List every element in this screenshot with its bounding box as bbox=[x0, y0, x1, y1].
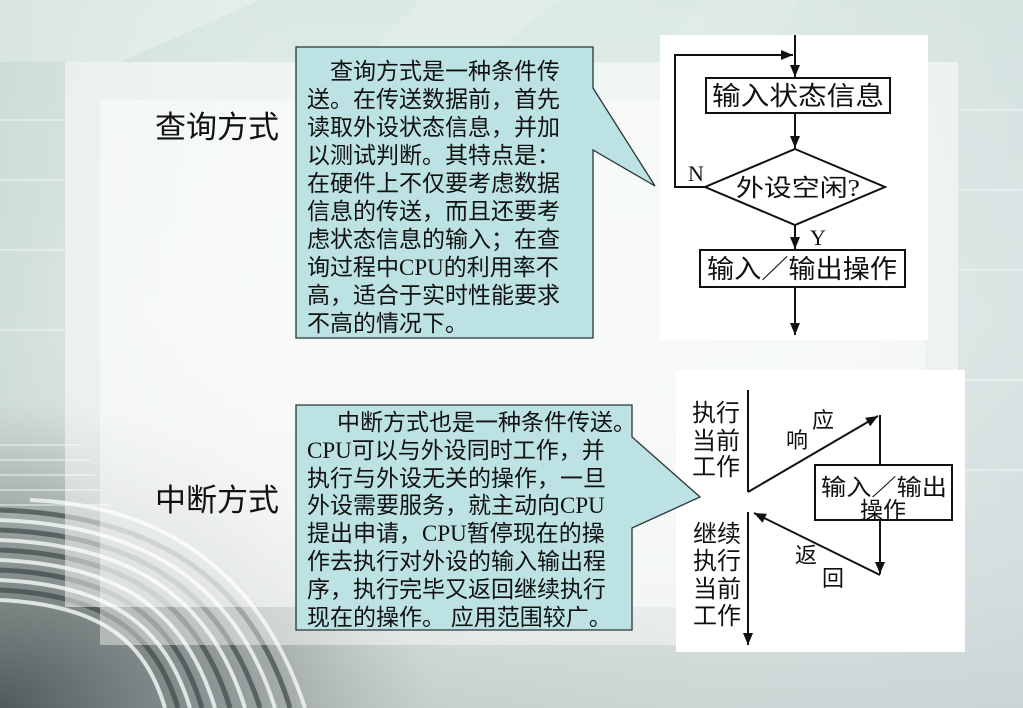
return-label: 回 bbox=[822, 566, 844, 591]
description-line: 现在的操作。 应用范围较广。 bbox=[307, 604, 612, 630]
polling-description: 查询方式是一种条件传 送。在传送数据前，首先 读取外设状态信息，并加 以测试判断… bbox=[307, 58, 560, 338]
description-line: 虑状态信息的输入；在查 bbox=[307, 227, 560, 252]
respond-arrow bbox=[747, 415, 879, 493]
description-line: 送。在传送数据前，首先 bbox=[307, 87, 560, 112]
description-line: 信息的传送，而且还要考 bbox=[307, 199, 560, 224]
description-line: 中断方式也是一种条件传送。 bbox=[337, 410, 636, 435]
interrupt-callout-box bbox=[295, 404, 702, 631]
continue-work-label: 工作 bbox=[693, 603, 741, 630]
interrupt-flowchart: 执行 当前 工作 响 应 输入／输出 操作 返 回 继续 执行 当前 工作 bbox=[676, 370, 965, 652]
polling-method-label: 查询方式 bbox=[155, 110, 279, 145]
description-line: CPU可以与外设同时工作，并 bbox=[307, 437, 605, 463]
description-line: 询过程中CPU的利用率不 bbox=[307, 255, 559, 280]
description-line: 读取外设状态信息，并加 bbox=[307, 115, 560, 140]
return-label: 返 bbox=[795, 543, 817, 568]
polling-callout-box bbox=[295, 46, 656, 339]
description-line: 以测试判断。其特点是： bbox=[307, 143, 560, 168]
no-branch-label: N bbox=[688, 161, 704, 186]
io-operation-label: 输入／输出 bbox=[821, 475, 947, 500]
side-stripes bbox=[0, 109, 1023, 471]
respond-label: 响 bbox=[786, 428, 808, 453]
continue-work-label: 执行 bbox=[693, 548, 741, 575]
yes-branch-label: Y bbox=[810, 225, 826, 250]
io-operation-label: 操作 bbox=[860, 498, 906, 523]
read-status-label: 输入状态信息 bbox=[712, 82, 884, 111]
description-line: 在硬件上不仅要考虑数据 bbox=[307, 171, 560, 196]
current-work-label: 工作 bbox=[692, 454, 740, 481]
description-line: 执行与外设无关的操作，一旦 bbox=[307, 465, 606, 491]
continue-work-label: 当前 bbox=[693, 576, 741, 603]
decision-label: 外设空闲? bbox=[736, 175, 860, 202]
description-line: 查询方式是一种条件传 bbox=[330, 59, 560, 84]
description-line: 序，执行完毕又返回继续执行 bbox=[307, 576, 606, 602]
io-operation-label: 输入／输出操作 bbox=[707, 255, 897, 284]
current-work-label: 执行 bbox=[692, 400, 740, 427]
io-operation-box bbox=[699, 249, 906, 288]
continue-work-label: 继续 bbox=[693, 521, 741, 548]
respond-label: 应 bbox=[812, 408, 834, 433]
return-arrow bbox=[753, 512, 881, 576]
polling-flowchart: 输入状态信息 外设空闲? N Y 输入／输出操作 bbox=[660, 35, 928, 340]
current-work-label: 当前 bbox=[692, 428, 740, 455]
flowchart-background bbox=[676, 370, 965, 652]
description-line: 外设需要服务，就主动向CPU bbox=[307, 493, 605, 519]
description-line: 提出申请，CPU暂停现在的操 bbox=[307, 521, 605, 547]
description-line: 高，适合于实时性能要求 bbox=[307, 283, 560, 308]
description-line: 不高的情况下。 bbox=[307, 311, 468, 336]
read-status-box bbox=[705, 77, 891, 114]
description-line: 作去执行对外设的输入输出程 bbox=[307, 548, 606, 574]
io-operation-box bbox=[814, 464, 953, 521]
interrupt-description: 中断方式也是一种条件传送。 CPU可以与外设同时工作，并 执行与外设无关的操作，… bbox=[307, 409, 636, 631]
interrupt-method-label: 中断方式 bbox=[155, 483, 279, 518]
no-loop-arrow bbox=[674, 50, 793, 188]
